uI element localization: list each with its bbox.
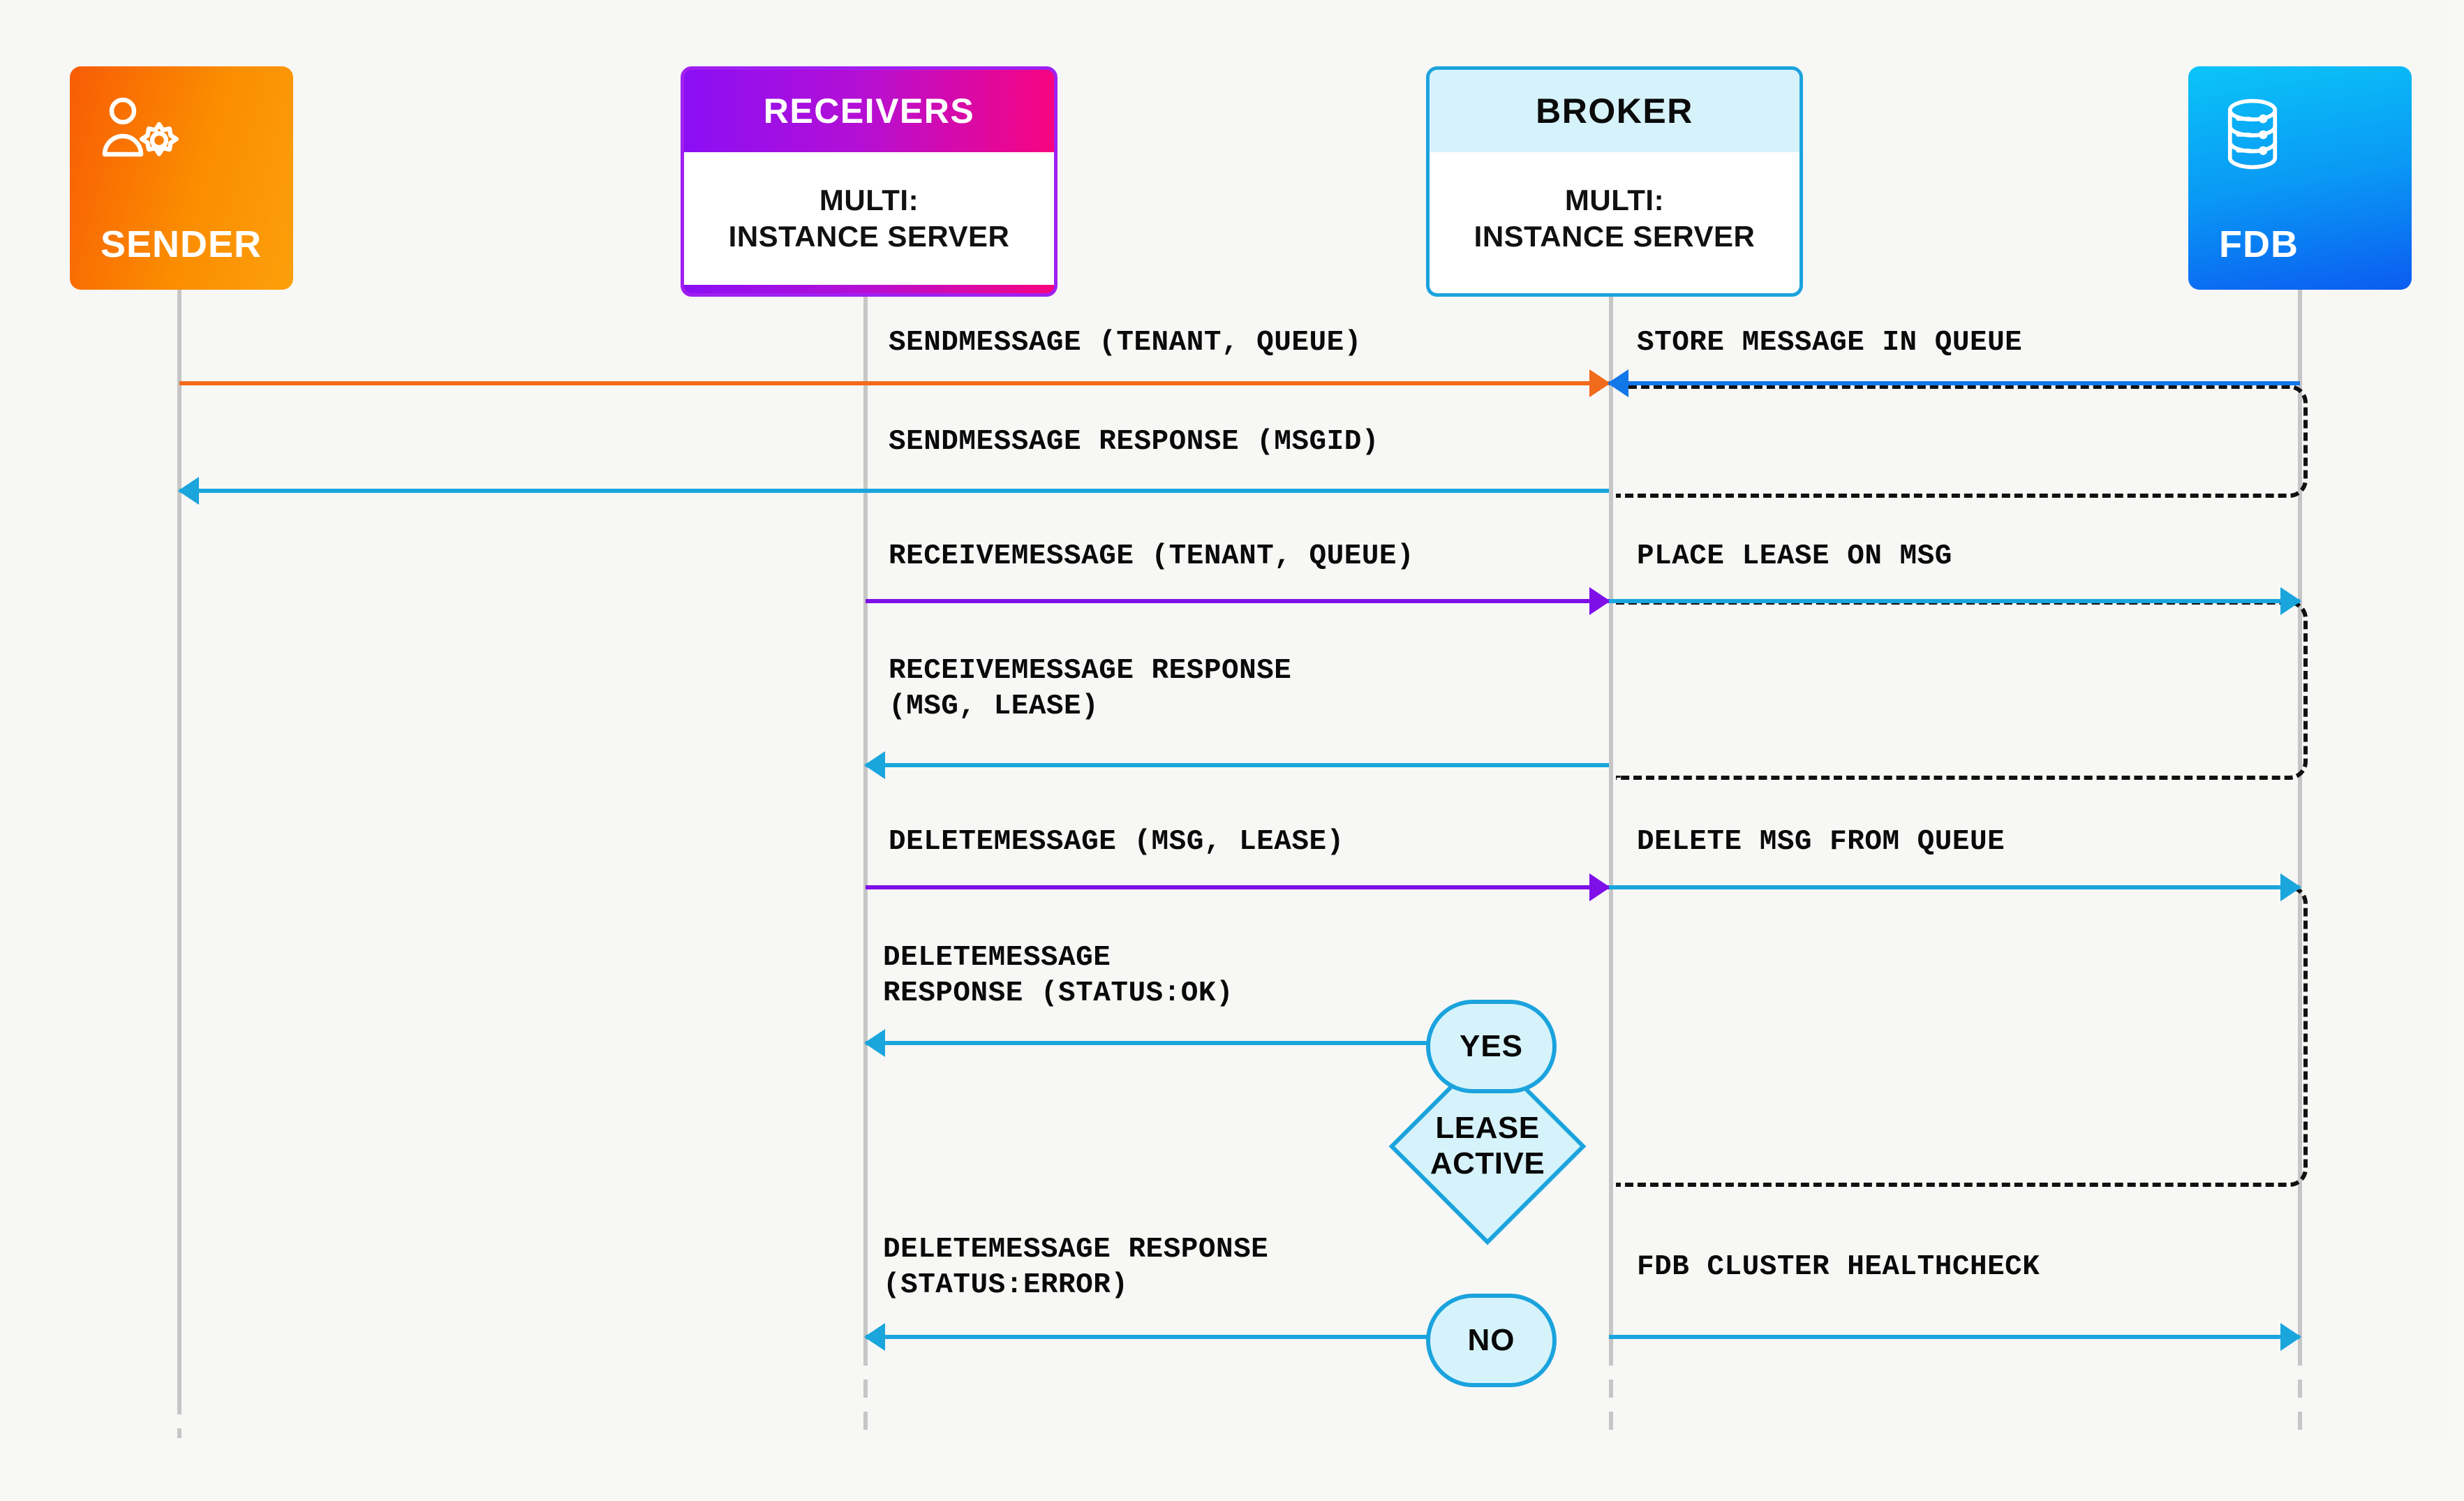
message-label-fdb-healthcheck: FDB CLUSTER HEALTHCHECK xyxy=(1637,1251,2040,1283)
user-gear-icon xyxy=(70,66,293,169)
lifeline-receivers-dashed xyxy=(863,1347,868,1438)
actor-broker-label: BROKER xyxy=(1430,70,1799,152)
message-arrow-sendmessage xyxy=(179,369,1610,397)
message-label-delete-msg-from-queue: DELETE MSG FROM QUEUE xyxy=(1637,826,2005,858)
message-arrow-fdb-healthcheck xyxy=(1609,1323,2301,1351)
message-label-deletemessage-response-ok: DELETEMESSAGE RESPONSE (STATUS:OK) xyxy=(883,942,1234,1010)
diagram-board: SENDER RECEIVERS MULTI:INSTANCE SERVER B… xyxy=(70,66,2412,1438)
message-label-deletemessage-response-error: DELETEMESSAGE RESPONSE (STATUS:ERROR) xyxy=(883,1234,1269,1302)
database-icon xyxy=(2188,66,2412,176)
message-label-deletemessage: DELETEMESSAGE (MSG, LEASE) xyxy=(889,826,1344,858)
actor-sender[interactable]: SENDER xyxy=(70,66,293,290)
lifeline-sender xyxy=(177,279,181,1396)
message-label-receivemessage-response: RECEIVEMESSAGE RESPONSE (MSG, LEASE) xyxy=(889,655,1292,723)
message-label-sendmessage-response: SENDMESSAGE RESPONSE (MSGID) xyxy=(889,426,1379,458)
message-arrow-delete-msg-from-queue xyxy=(1609,873,2301,901)
actor-fdb-label: FDB xyxy=(2219,223,2299,265)
lifeline-sender-dashed xyxy=(177,1396,181,1438)
decision-yes-node[interactable]: YES xyxy=(1426,1000,1557,1093)
actor-receivers-label: RECEIVERS xyxy=(763,91,975,131)
actor-broker[interactable]: BROKER MULTI:INSTANCE SERVER xyxy=(1426,66,1803,297)
lifeline-fdb-dashed xyxy=(2298,1347,2302,1438)
actor-sender-label: SENDER xyxy=(101,223,262,265)
actor-fdb[interactable]: FDB xyxy=(2188,66,2412,290)
message-label-place-lease: PLACE LEASE ON MSG xyxy=(1637,540,1952,572)
message-arrow-receivemessage-response xyxy=(864,751,1609,779)
lifeline-fdb xyxy=(2298,279,2302,1347)
return-bracket-delete xyxy=(1616,885,2308,1187)
decision-no-node[interactable]: NO xyxy=(1426,1294,1557,1387)
actor-receivers[interactable]: RECEIVERS MULTI:INSTANCE SERVER xyxy=(681,66,1057,297)
message-arrow-deletemessage-response-ok xyxy=(864,1029,1441,1057)
message-arrow-place-lease xyxy=(1609,587,2301,615)
message-label-sendmessage: SENDMESSAGE (TENANT, QUEUE) xyxy=(889,327,1362,359)
actor-broker-sublabel: MULTI:INSTANCE SERVER xyxy=(1430,152,1799,285)
message-arrow-store-message xyxy=(1608,369,2300,397)
lifeline-receivers xyxy=(863,279,868,1347)
return-bracket-lease xyxy=(1616,600,2308,780)
message-arrow-deletemessage xyxy=(866,873,1610,901)
message-label-receivemessage: RECEIVEMESSAGE (TENANT, QUEUE) xyxy=(889,540,1415,572)
message-arrow-receivemessage xyxy=(866,587,1610,615)
message-arrow-sendmessage-response xyxy=(178,477,1609,505)
lifeline-broker xyxy=(1609,279,1613,1347)
return-bracket-store xyxy=(1616,385,2308,498)
message-label-store-message: STORE MESSAGE IN QUEUE xyxy=(1637,327,2023,359)
message-arrow-deletemessage-response-error xyxy=(864,1323,1441,1351)
actor-receivers-sublabel: MULTI:INSTANCE SERVER xyxy=(684,152,1054,285)
lifeline-broker-dashed xyxy=(1609,1347,1613,1438)
